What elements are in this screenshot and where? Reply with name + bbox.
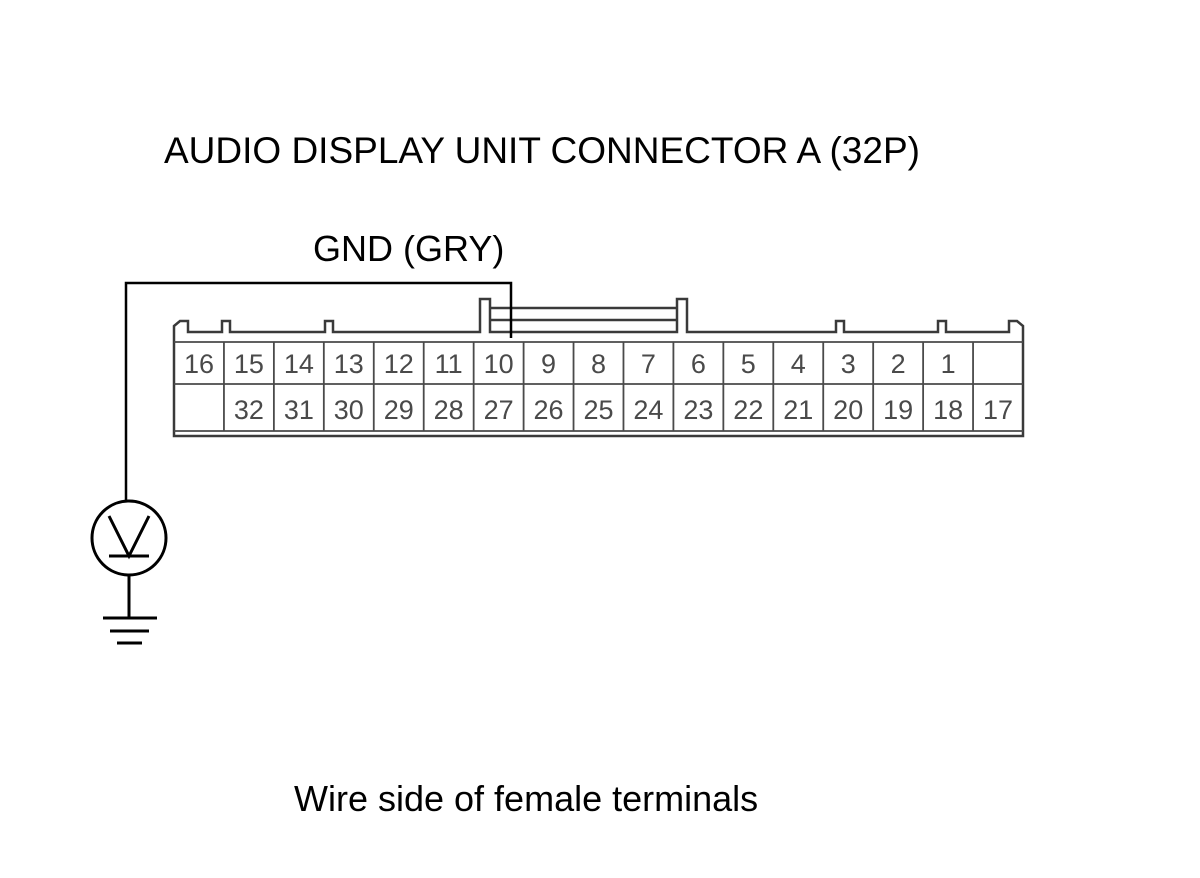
terminal-label: 5 <box>741 349 756 379</box>
terminal-label: 7 <box>641 349 656 379</box>
terminal-label: 8 <box>591 349 606 379</box>
terminal-label: 28 <box>434 395 464 425</box>
terminal-label: 15 <box>234 349 264 379</box>
terminal-label: 23 <box>683 395 713 425</box>
terminal-label: 13 <box>334 349 364 379</box>
terminal-label: 27 <box>484 395 514 425</box>
terminal-label: 9 <box>541 349 556 379</box>
ground-icon <box>103 575 157 645</box>
terminal-label: 20 <box>833 395 863 425</box>
terminal-label: 24 <box>633 395 663 425</box>
terminal-label: 29 <box>384 395 414 425</box>
terminal-label: 30 <box>334 395 364 425</box>
terminal-label: 10 <box>484 349 514 379</box>
terminal-label: 17 <box>983 395 1013 425</box>
terminal-label: 16 <box>184 349 214 379</box>
terminal-label: 2 <box>891 349 906 379</box>
terminal-label: 1 <box>941 349 956 379</box>
terminal-label: 12 <box>384 349 414 379</box>
terminal-label: 32 <box>234 395 264 425</box>
diagram-caption: Wire side of female terminals <box>294 778 758 819</box>
terminal-label: 31 <box>284 395 314 425</box>
diagram-title: AUDIO DISPLAY UNIT CONNECTOR A (32P) <box>164 130 920 171</box>
wire-label: GND (GRY) <box>313 228 504 269</box>
connector-bottom-row: 32 31 30 29 28 27 26 25 24 23 22 21 20 19 18 17 <box>174 384 1013 431</box>
terminal-label: 3 <box>841 349 856 379</box>
terminal-label: 25 <box>583 395 613 425</box>
terminal-label: 14 <box>284 349 314 379</box>
gnd-wire <box>124 281 513 500</box>
terminal-blank <box>973 342 1023 384</box>
terminal-label: 21 <box>783 395 813 425</box>
voltmeter-icon <box>90 499 168 577</box>
connector-body-outline <box>172 297 1025 438</box>
terminal-label: 18 <box>933 395 963 425</box>
terminal-label: 11 <box>435 349 463 379</box>
terminal-label: 6 <box>691 349 706 379</box>
terminal-blank <box>174 384 224 431</box>
connector-lock-tab <box>490 306 677 322</box>
connector-top-row: 16 15 14 13 12 11 10 9 8 7 6 5 4 3 2 1 <box>184 342 1023 384</box>
terminal-label: 22 <box>733 395 763 425</box>
terminal-label: 26 <box>534 395 564 425</box>
terminal-label: 19 <box>883 395 913 425</box>
terminal-label: 4 <box>791 349 806 379</box>
